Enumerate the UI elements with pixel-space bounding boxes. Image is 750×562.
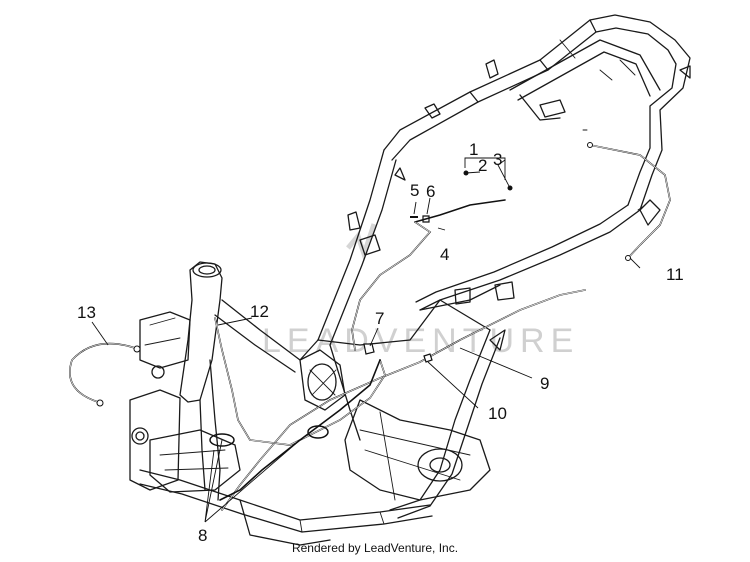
part-10 <box>423 353 433 363</box>
scooter-frame <box>129 14 691 546</box>
callout-12: 12 <box>250 302 269 321</box>
callout-1: 1 <box>469 140 478 159</box>
callout-9: 9 <box>540 374 549 393</box>
part-8-clamp-a <box>209 433 235 447</box>
callout-4: 4 <box>440 245 449 264</box>
callout-6: 6 <box>426 182 435 201</box>
footer-credit: Rendered by LeadVenture, Inc. <box>291 541 459 555</box>
callout-7: 7 <box>375 309 384 328</box>
cable-item-13 <box>69 342 136 403</box>
callout-11: 11 <box>666 265 684 284</box>
part-7 <box>363 343 375 355</box>
callout-13: 13 <box>77 303 96 322</box>
watermark: LEADVENTURE <box>262 223 579 360</box>
cable-item-11 <box>589 144 671 259</box>
callout-8: 8 <box>198 526 207 545</box>
leader-lines <box>91 157 641 523</box>
watermark-text: LEADVENTURE <box>262 322 579 360</box>
callout-10: 10 <box>488 404 507 423</box>
callout-3: 3 <box>493 150 502 169</box>
callout-5: 5 <box>410 181 419 200</box>
callouts: 1 2 3 4 5 6 7 8 9 10 11 12 13 <box>77 140 684 545</box>
cable-item-1 <box>414 199 506 223</box>
part-6 <box>422 215 430 223</box>
part-8-clamp-b <box>307 425 329 439</box>
callout-2: 2 <box>478 156 487 175</box>
